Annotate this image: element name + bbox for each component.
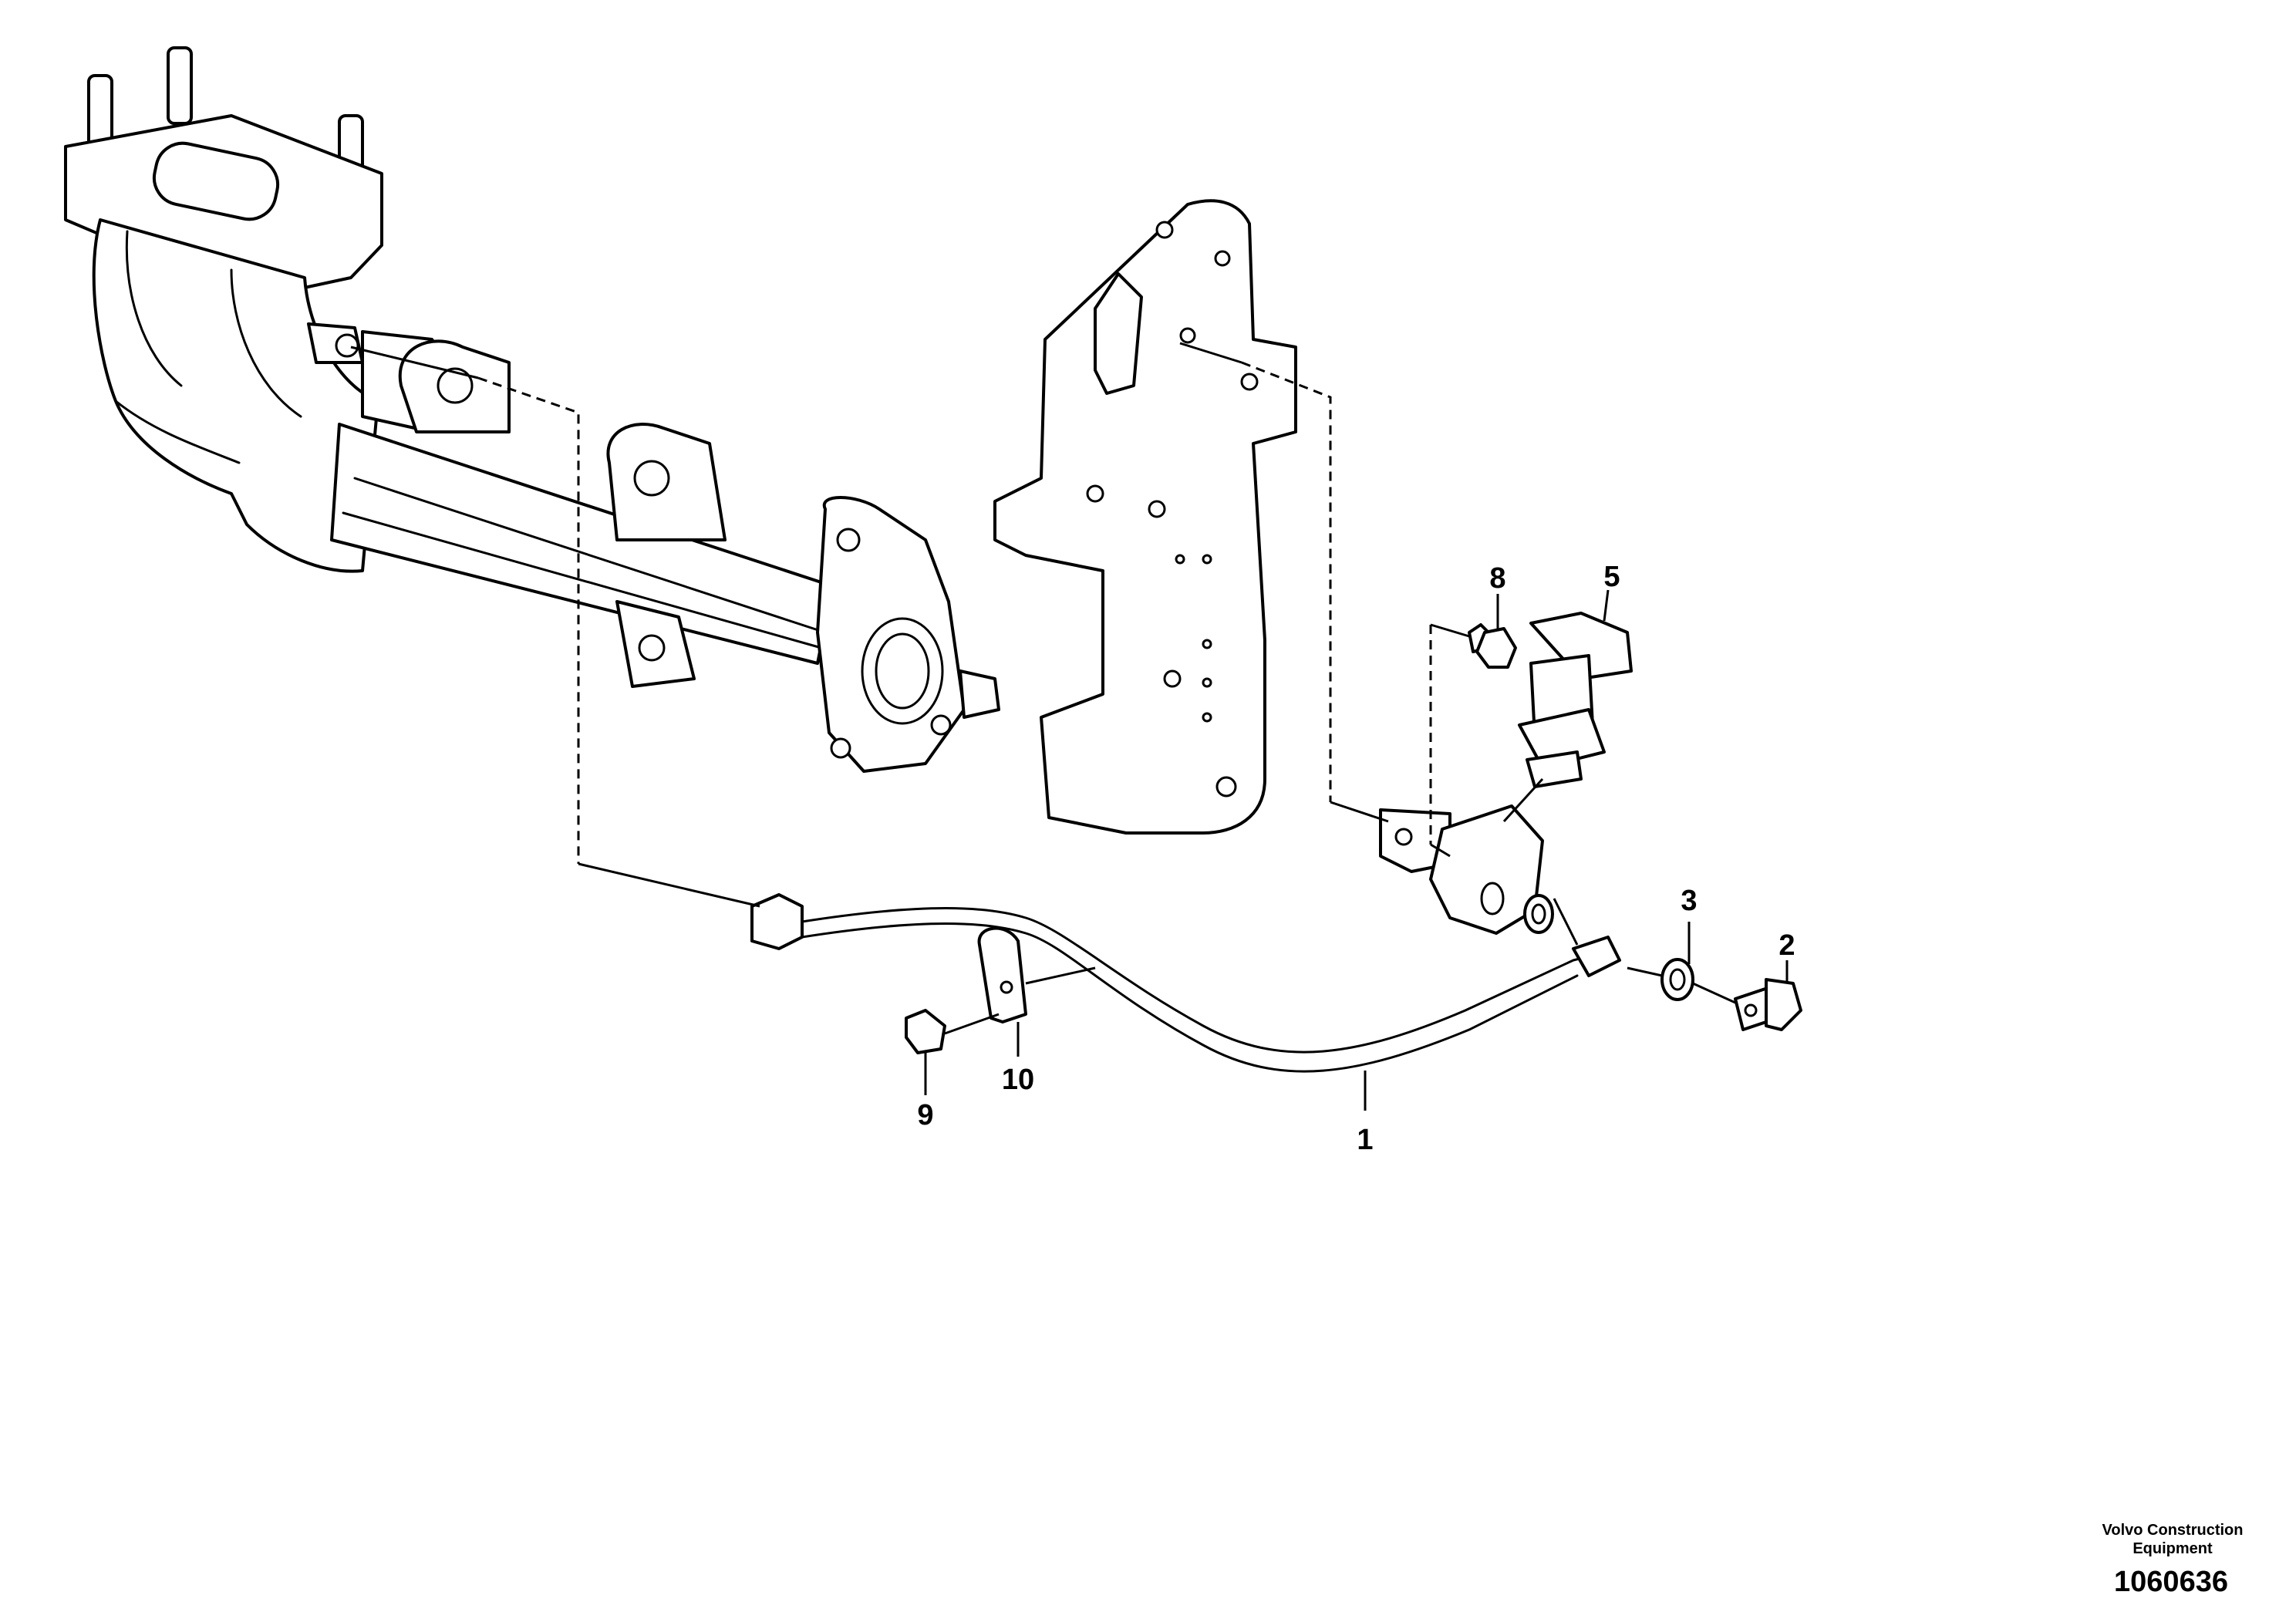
bolt-9 (905, 1009, 946, 1054)
sensor-adapter-block (1379, 804, 1544, 935)
washer-3 (1660, 958, 1694, 1001)
callout-8: 8 (1489, 562, 1505, 595)
callout-2: 2 (1778, 929, 1795, 962)
company-name-line2: Equipment (2132, 1540, 2213, 1557)
callout-leaders (924, 589, 1789, 1111)
pressure-sensor (1518, 612, 1633, 788)
drawing-number: 1060636 (2114, 1566, 2228, 1598)
egr-cooler (330, 330, 1000, 773)
callout-10: 10 (1002, 1064, 1034, 1096)
callout-9: 9 (917, 1099, 933, 1131)
bolt-8 (1468, 623, 1517, 669)
egr-pipe (750, 893, 1621, 1073)
washer-near-block (1523, 894, 1554, 934)
company-name-line1: Volvo Construction (2102, 1522, 2244, 1539)
banjo-bolt-2 (1734, 978, 1802, 1031)
callout-1: 1 (1357, 1124, 1373, 1156)
callout-3: 3 (1681, 885, 1697, 917)
exhaust-manifold (64, 46, 383, 573)
callout-5: 5 (1603, 561, 1620, 593)
mounting-plate (993, 199, 1297, 835)
pipe-clip (977, 926, 1027, 1023)
assembly-lines (350, 342, 1736, 1035)
